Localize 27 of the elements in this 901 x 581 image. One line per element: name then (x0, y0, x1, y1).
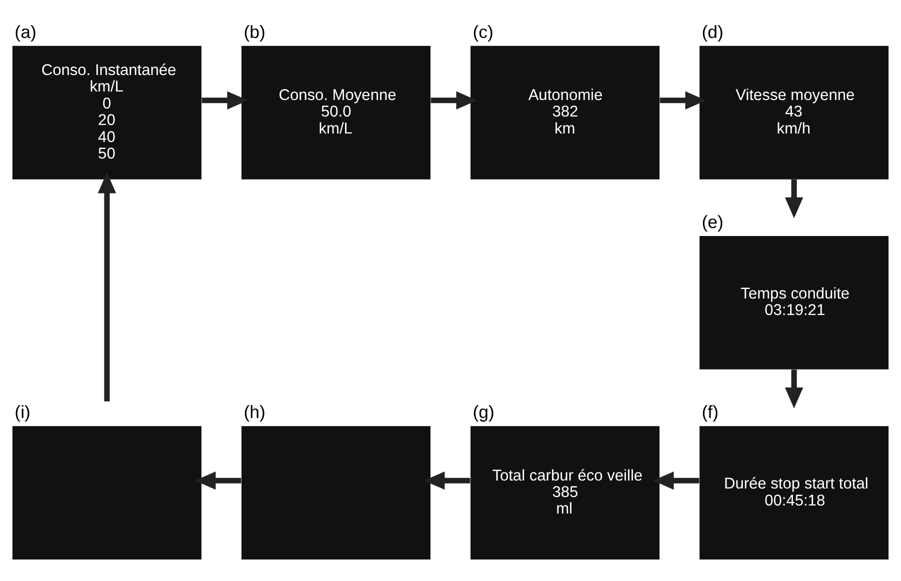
node-label: (i) (14, 402, 30, 422)
node-box (12, 426, 202, 560)
node-box: Temps conduite 03:19:21 (700, 236, 889, 370)
node-box: Autonomie 382 km (470, 46, 660, 180)
node-label: (c) (472, 22, 494, 42)
arrow (652, 472, 700, 490)
arrow (194, 472, 242, 490)
arrow (784, 370, 804, 408)
arrow (424, 472, 470, 490)
arrow (784, 180, 804, 218)
node-label: (b) (244, 22, 266, 42)
node-label: (h) (244, 402, 266, 422)
node-box: Total carbur éco veille 385 ml (470, 426, 660, 560)
arrow (202, 91, 248, 110)
node-label: (g) (472, 402, 494, 422)
node-label: (f) (702, 402, 719, 422)
node-box (241, 426, 430, 560)
arrow (430, 91, 478, 110)
node-box: Vitesse moyenne 43 km/h (700, 46, 889, 180)
arrow (660, 91, 706, 110)
node-label: (e) (702, 212, 724, 232)
node-box: Conso. Moyenne 50.0 km/L (241, 46, 430, 180)
node-box: Durée stop start total 00:45:18 (700, 426, 889, 560)
node-label: (d) (702, 22, 724, 42)
node-box: Conso. Instantanée km/L 0 20 40 50 (12, 46, 202, 180)
node-label: (a) (14, 22, 36, 42)
arrow (98, 172, 116, 402)
